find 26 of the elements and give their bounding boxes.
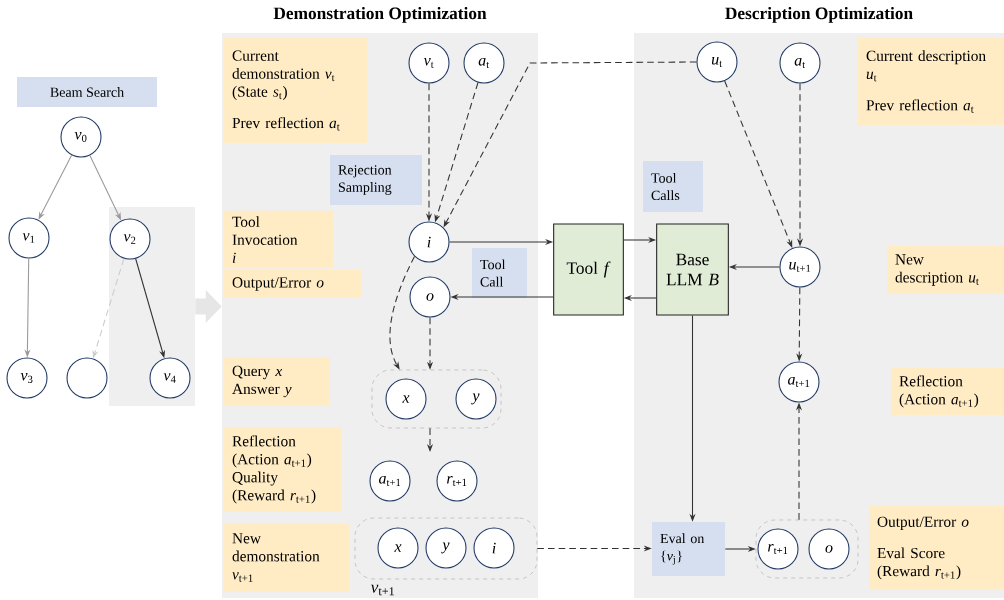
note-box: Reflection (Action a$_{t+1}$) Quality (Reward r$_{t+1}$) xyxy=(224,427,341,512)
node-caption: v$_{t+1}$ xyxy=(370,584,394,596)
process-box: Base LLM B xyxy=(656,223,729,316)
note-box: New description u$_{t}$ xyxy=(887,246,1004,294)
arrow xyxy=(724,80,793,248)
group-outline xyxy=(755,519,859,579)
note-box: Query x Answer y xyxy=(224,357,330,406)
note-box: Current demonstration v$_{t}$ (State s$_{t}$) Prev reflection a$_{t}$ xyxy=(224,38,367,143)
node-label: Tool Invocation i xyxy=(232,216,298,263)
variable-circle xyxy=(66,357,108,399)
label-box: Tool Call xyxy=(472,248,527,298)
node-label: Description Optimization xyxy=(725,6,913,23)
node-label: Output/Error o xyxy=(232,277,324,291)
note-box: Tool Invocation i xyxy=(224,210,333,269)
note-box: Output/Error o Eval Score (Reward r$_{t+1}$) xyxy=(869,506,1004,590)
note-box: Current description u$_{t}$ Prev reflection a$_{t}$ xyxy=(858,38,1004,125)
process-box: Tool f xyxy=(553,223,624,316)
label-box: Tool Calls xyxy=(643,161,703,212)
label-box: Beam Search xyxy=(17,77,157,107)
label-box: Rejection Sampling xyxy=(330,155,422,205)
note-box: New demonstration v$_{t+1}$ xyxy=(224,523,349,592)
group-outline xyxy=(371,369,502,429)
label-box: Eval on {v$_{j}$} xyxy=(652,522,725,576)
node-label: Demonstration Optimization xyxy=(273,6,487,23)
note-box: Output/Error o xyxy=(224,270,361,298)
note-box: Reflection (Action a$_{t+1}$) xyxy=(891,368,1004,415)
